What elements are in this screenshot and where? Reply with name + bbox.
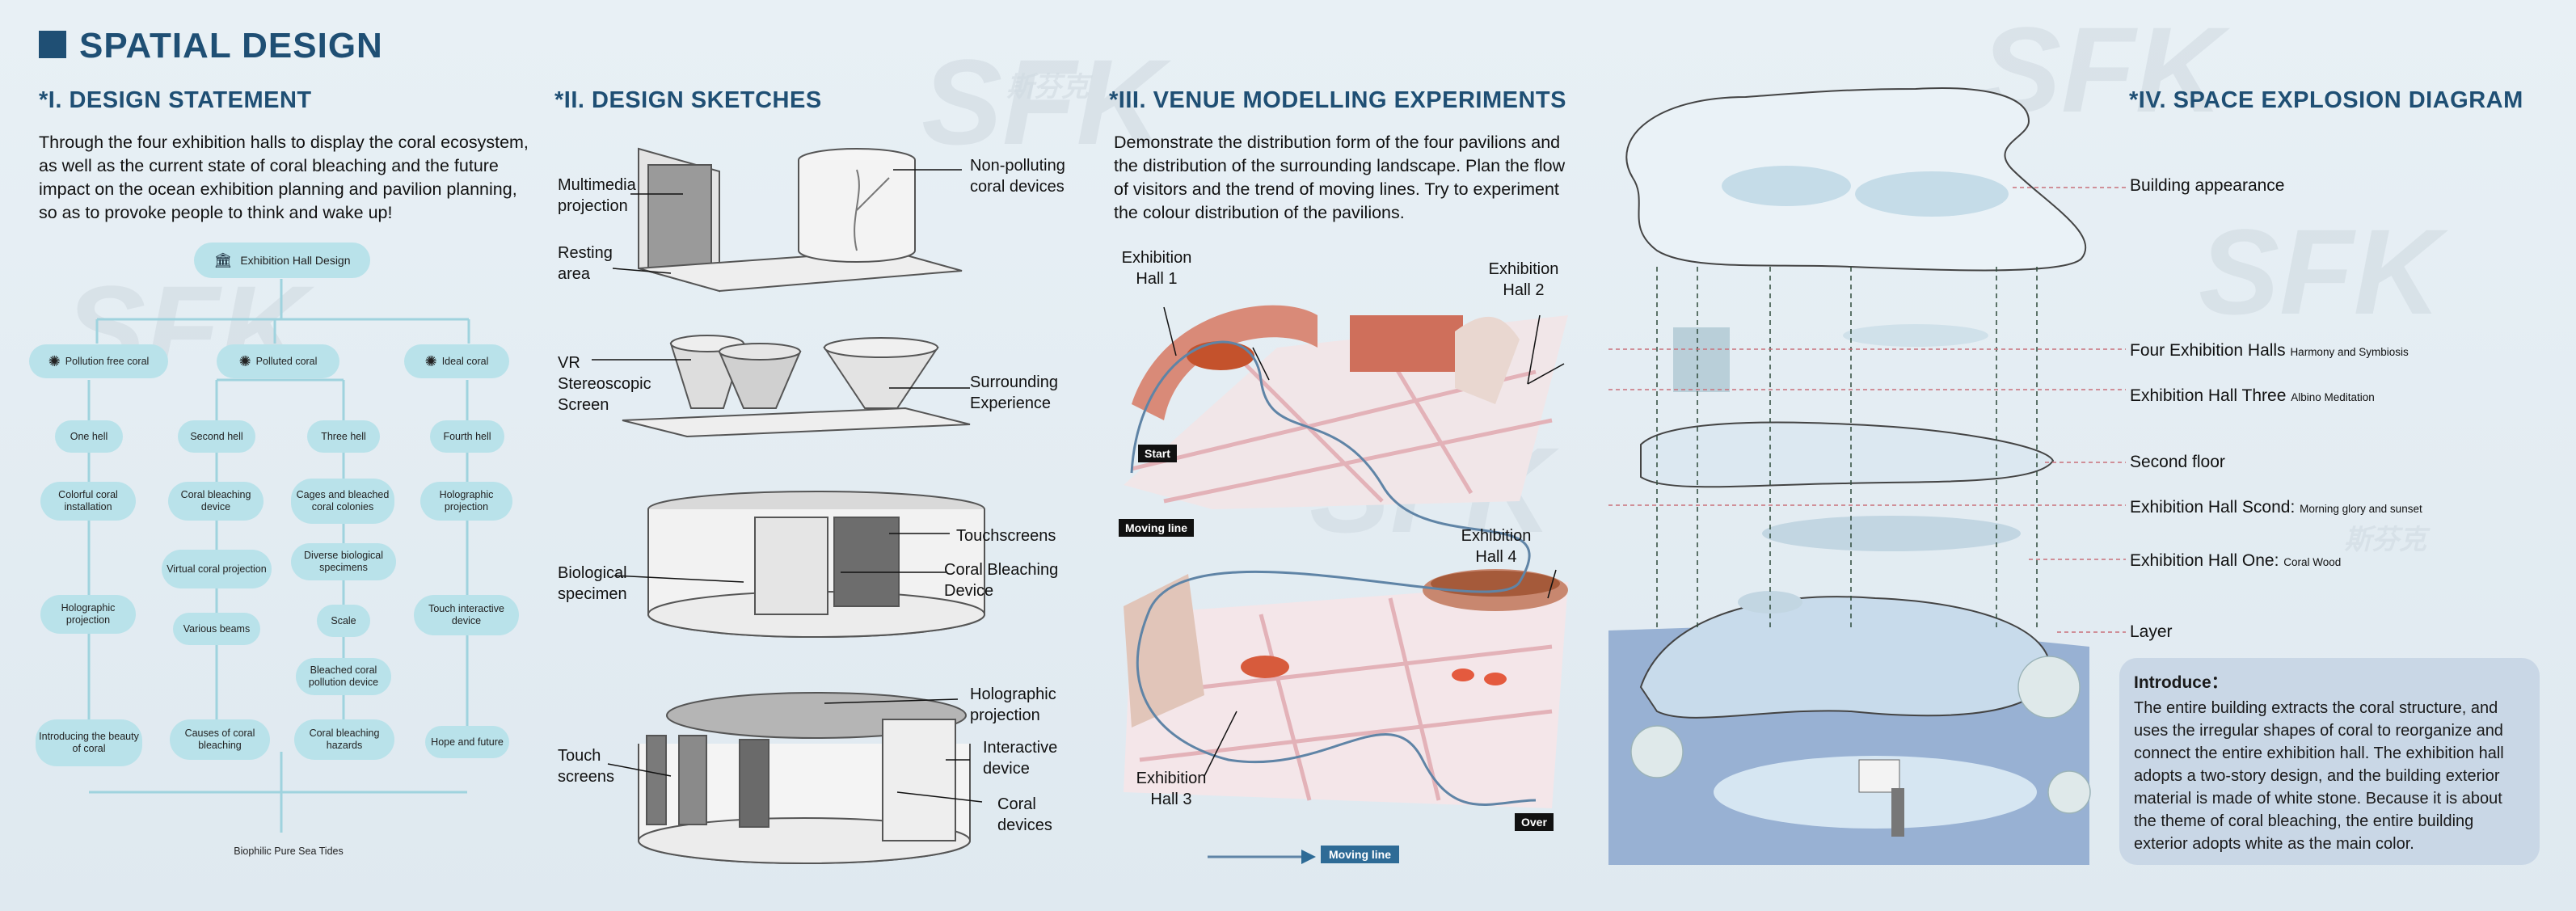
explosion-heading: *IV. SPACE EXPLOSION DIAGRAM bbox=[2129, 87, 2523, 113]
tree-node: Various beams bbox=[173, 613, 260, 645]
sketch-label: Resting area bbox=[558, 244, 613, 283]
title-square bbox=[39, 31, 66, 58]
tree-hall-three: Three hell bbox=[307, 420, 380, 453]
sketch-label: Holographic projection bbox=[970, 685, 1056, 724]
explosion-label-sub: Coral Wood bbox=[2283, 556, 2342, 568]
venue-model bbox=[1124, 305, 1568, 808]
tree-branch-ideal: ✺ Ideal coral bbox=[404, 344, 509, 378]
explosion-label-sub: Morning glory and sunset bbox=[2300, 503, 2422, 515]
tree-node: Diverse biological specimens bbox=[291, 543, 396, 580]
intro-text: The entire building extracts the coral s… bbox=[2134, 699, 2504, 853]
start-tag: Start bbox=[1138, 445, 1177, 462]
intro-box: Introduce： The entire building extracts … bbox=[2119, 658, 2540, 865]
explosion-label-hall-one: Exhibition Hall One: Coral Wood bbox=[2130, 551, 2341, 571]
watermark-cn: 斯芬克 bbox=[1006, 72, 1089, 103]
tree-hall-one: One hell bbox=[55, 420, 123, 453]
explosion-label-main: Exhibition Hall Scond: bbox=[2130, 498, 2296, 517]
tree-node: Causes of coral bleaching bbox=[170, 719, 270, 760]
tree-node: Scale bbox=[317, 605, 370, 637]
venue-hall-4-label: Exhibition Hall 4 bbox=[1461, 527, 1532, 566]
sketches-heading: *II. DESIGN SKETCHES bbox=[554, 87, 822, 113]
sketch-label: Coral Bleaching Device bbox=[944, 561, 1059, 600]
explosion-diagram bbox=[1608, 87, 2126, 865]
page-title: SPATIAL DESIGN bbox=[79, 26, 383, 65]
explosion-label-sub: Harmony and Symbiosis bbox=[2290, 346, 2409, 358]
sketch-label: Interactive device bbox=[983, 739, 1058, 778]
tree-node: Coral bleaching device bbox=[168, 482, 264, 521]
over-tag: Over bbox=[1515, 813, 1554, 831]
tree-branch-pollution-free: ✺ Pollution free coral bbox=[29, 344, 168, 378]
venue-hall-1-label: Exhibition Hall 1 bbox=[1121, 249, 1192, 288]
tree-branch-polluted: ✺ Polluted coral bbox=[217, 344, 339, 378]
tree-node: Bleached coral pollution device bbox=[296, 658, 391, 695]
tree-branch-label: Polluted coral bbox=[255, 355, 318, 367]
sketch-drawings bbox=[592, 147, 985, 864]
tree-node: Hope and future bbox=[425, 726, 509, 758]
tree-root: 🏛 Exhibition Hall Design bbox=[194, 243, 370, 278]
tree-bottom: Biophilic Pure Sea Tides bbox=[234, 845, 344, 857]
tree-node: Cages and bleached coral colonies bbox=[291, 479, 394, 524]
coral-icon: ✺ bbox=[48, 352, 61, 369]
explosion-label-main: Layer bbox=[2130, 622, 2173, 641]
tree-node: Colorful coral installation bbox=[40, 482, 136, 521]
design-statement-heading: *I. DESIGN STATEMENT bbox=[39, 87, 312, 113]
sketch-label: Touch screens bbox=[558, 747, 615, 786]
explosion-label-main: Exhibition Hall One: bbox=[2130, 551, 2279, 570]
tree-node: Touch interactive device bbox=[414, 595, 519, 635]
tree-node: Introducing the beauty of coral bbox=[36, 719, 142, 766]
tree-connectors bbox=[87, 279, 470, 833]
sketch-label: VR Stereoscopic Screen bbox=[558, 354, 651, 414]
explosion-label-four-halls: Four Exhibition Halls Harmony and Symbio… bbox=[2130, 341, 2409, 361]
tree-hall-four: Fourth hell bbox=[430, 420, 504, 453]
explosion-label-second-floor: Second floor bbox=[2130, 453, 2225, 472]
moving-line-legend: Moving line bbox=[1321, 846, 1399, 863]
sketch-label: Coral devices bbox=[997, 795, 1052, 834]
tree-branch-label: Ideal coral bbox=[441, 355, 489, 367]
tree-node: Virtual coral projection bbox=[162, 550, 272, 588]
explosion-label-sub: Albino Meditation bbox=[2291, 391, 2375, 403]
moving-line-arrow-icon bbox=[1208, 850, 1316, 864]
venue-hall-2-label: Exhibition Hall 2 bbox=[1488, 260, 1559, 299]
explosion-label-main: Exhibition Hall Three bbox=[2130, 386, 2287, 405]
sketch-label: Touchscreens bbox=[956, 527, 1056, 545]
tree-node: Holographic projection bbox=[40, 595, 136, 634]
explosion-label-main: Four Exhibition Halls bbox=[2130, 341, 2286, 360]
watermark-cn: 斯芬克 bbox=[2344, 525, 2426, 555]
sketch-label: Biological specimen bbox=[558, 564, 627, 603]
intro-title: Introduce： bbox=[2134, 673, 2228, 692]
sketch-label: Non-polluting coral devices bbox=[970, 157, 1065, 196]
moving-line-tag: Moving line bbox=[1119, 519, 1194, 537]
sketch-label: Surrounding Experience bbox=[970, 373, 1058, 412]
coral-icon: ✺ bbox=[238, 352, 251, 369]
explosion-label-layer: Layer bbox=[2130, 622, 2173, 642]
explosion-label-main: Second floor bbox=[2130, 453, 2225, 471]
tree-root-label: Exhibition Hall Design bbox=[240, 253, 351, 267]
explosion-label-building: Building appearance bbox=[2130, 176, 2284, 196]
venue-heading: *III. VENUE MODELLING EXPERIMENTS bbox=[1109, 87, 1566, 113]
watermark-logo: SFK bbox=[2199, 204, 2441, 340]
design-statement-text: Through the four exhibition halls to dis… bbox=[39, 133, 529, 222]
tree-branch-label: Pollution free coral bbox=[65, 355, 150, 367]
sketch-label: Multimedia projection bbox=[558, 176, 636, 215]
explosion-label-hall-two: Exhibition Hall Scond: Morning glory and… bbox=[2130, 498, 2422, 517]
venue-hall-3-label: Exhibition Hall 3 bbox=[1136, 770, 1207, 808]
tree-hall-two: Second hell bbox=[178, 420, 255, 453]
venue-text: Demonstrate the distribution form of the… bbox=[1114, 133, 1566, 222]
tree-node: Holographic projection bbox=[420, 482, 512, 521]
explosion-label-hall-three: Exhibition Hall Three Albino Meditation bbox=[2130, 386, 2375, 406]
coral-icon: ✺ bbox=[424, 352, 437, 369]
explosion-label-main: Building appearance bbox=[2130, 176, 2285, 195]
building-icon: 🏛 bbox=[213, 251, 233, 268]
tree-node: Coral bleaching hazards bbox=[294, 719, 394, 760]
